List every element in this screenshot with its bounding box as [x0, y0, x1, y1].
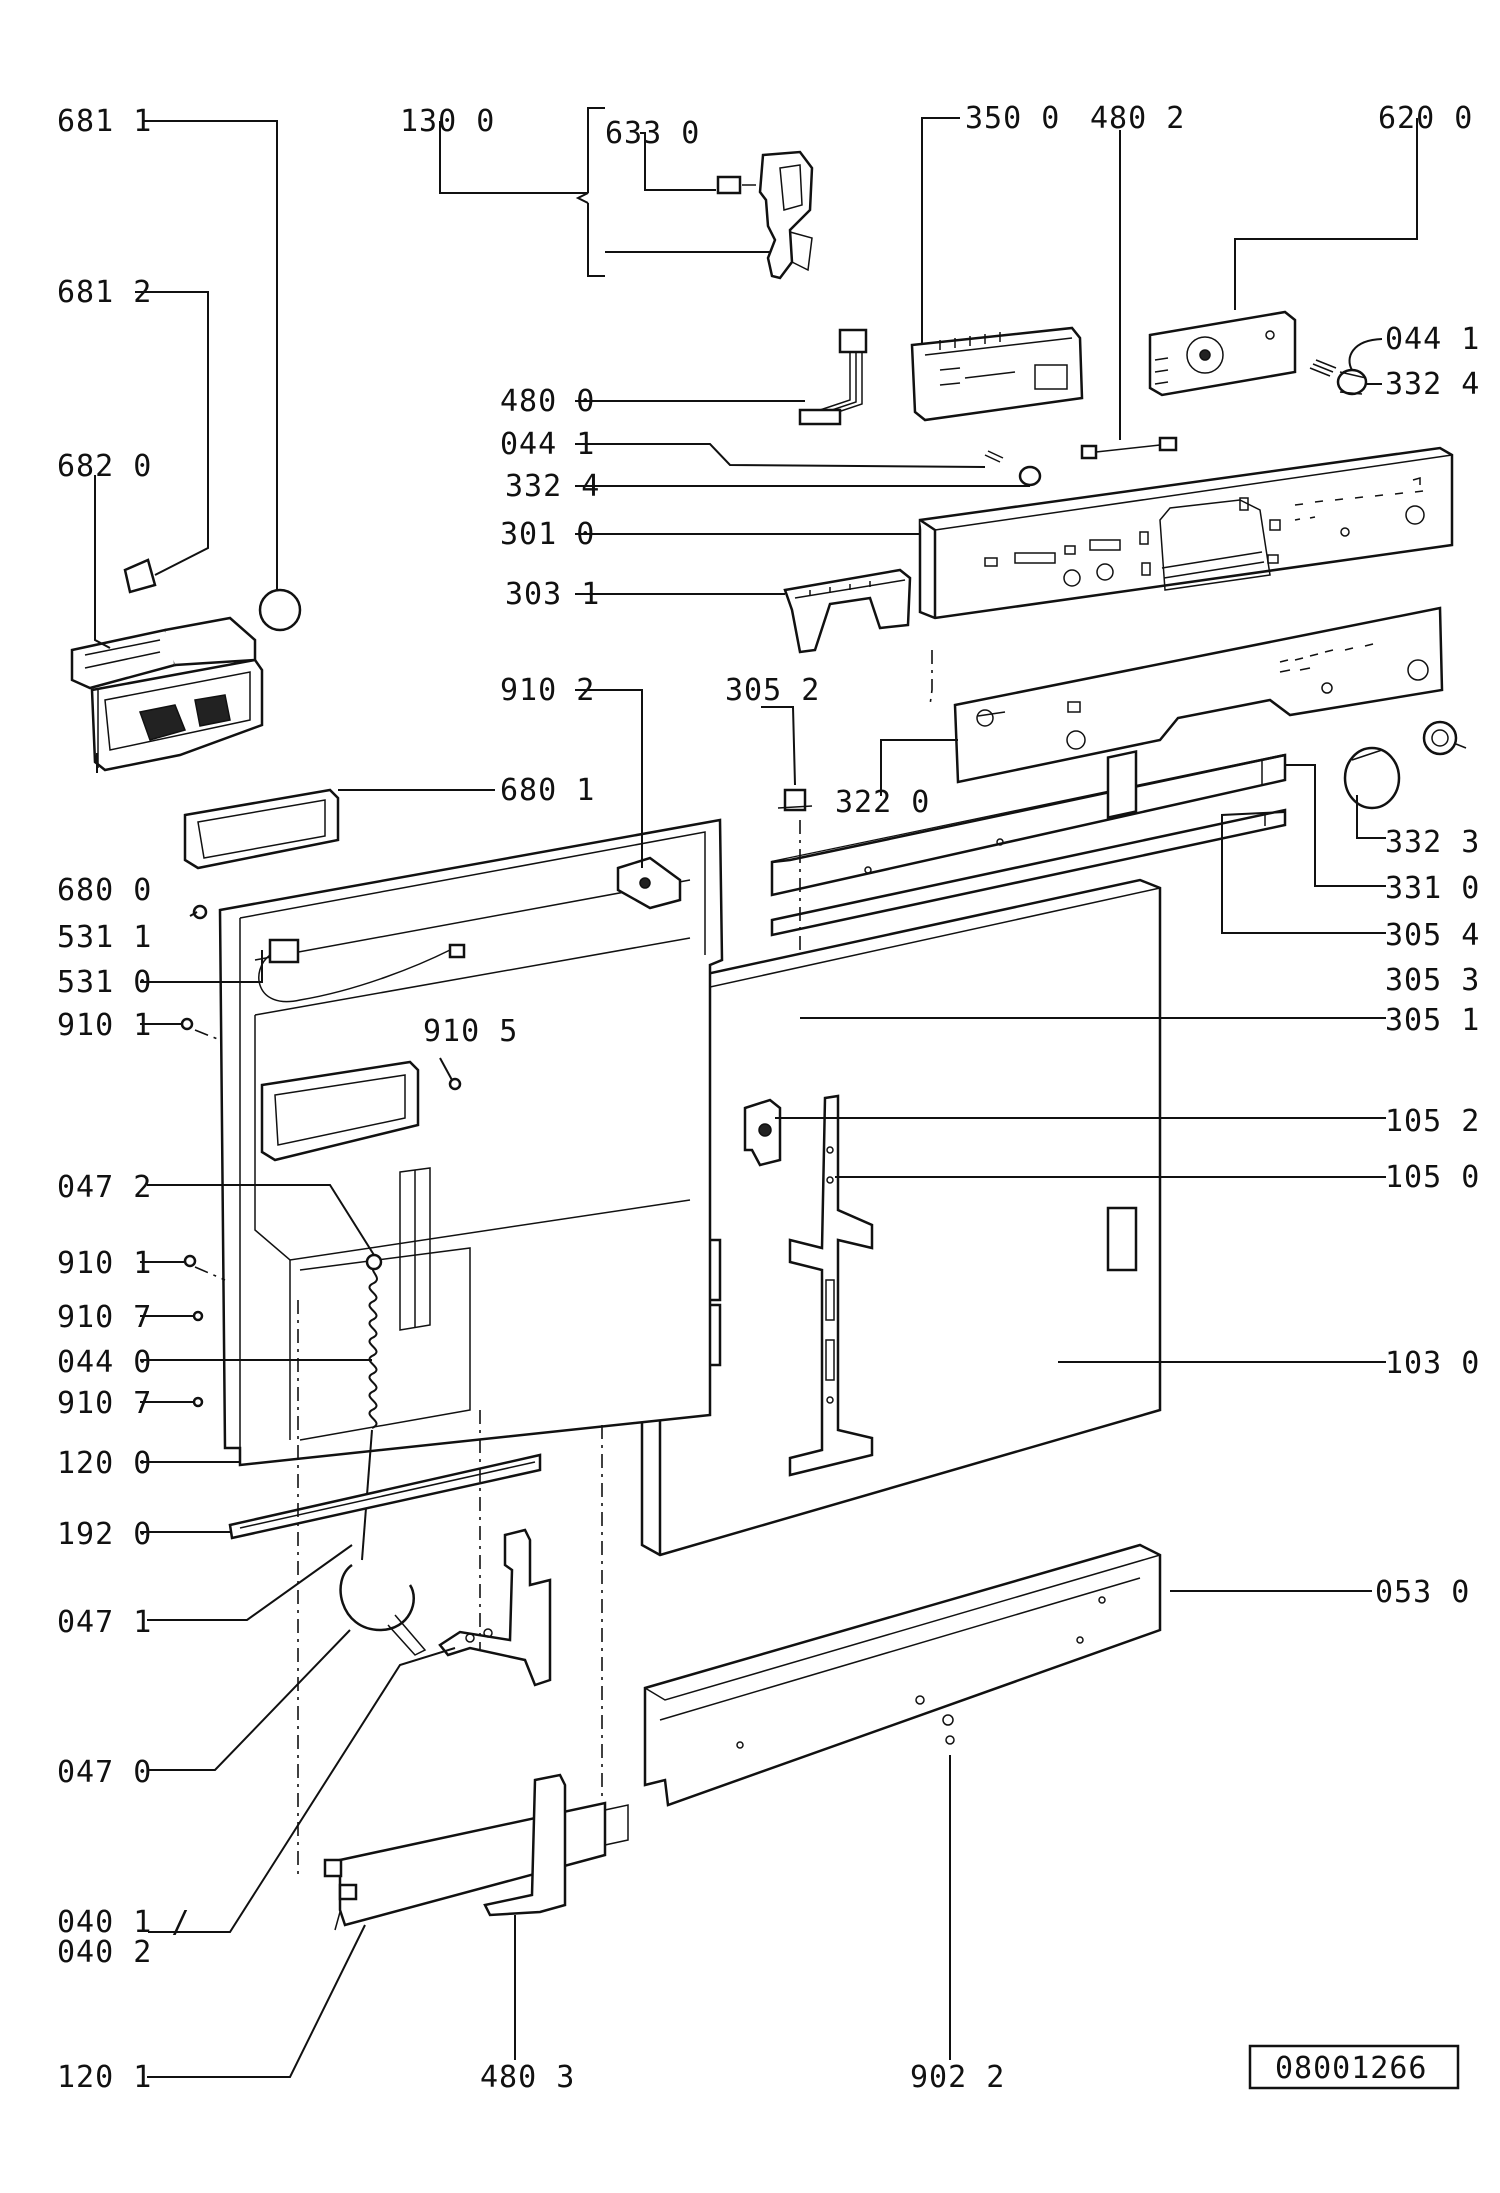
part-door-latch	[716, 150, 814, 280]
label-305-1: 305 1	[1385, 1003, 1480, 1038]
part-control-module	[910, 326, 1084, 422]
label-047-2: 047 2	[57, 1170, 152, 1205]
part-dispenser-small-parts	[123, 558, 302, 632]
part-dispenser	[70, 616, 264, 772]
label-480-0: 480 0	[500, 384, 595, 419]
assembly-lines	[297, 650, 933, 1880]
label-105-0: 105 0	[1385, 1160, 1480, 1195]
part-inner-door-frame	[218, 818, 724, 1467]
part-spring-assembly	[339, 1253, 427, 1656]
part-rails	[770, 753, 1287, 937]
label-681-2: 681 2	[57, 275, 152, 310]
diagram-reference-box: 08001266	[1248, 2044, 1460, 2090]
label-040-1: 040 1 /	[57, 1905, 190, 1940]
diagram-reference-number: 08001266	[1275, 2051, 1428, 2086]
label-047-0: 047 0	[57, 1755, 152, 1790]
label-681-1: 681 1	[57, 104, 152, 139]
label-040-2: 040 2	[57, 1935, 152, 1970]
label-910-1-b: 910 1	[57, 1246, 152, 1281]
part-front-fascia	[953, 606, 1444, 784]
label-633-0: 633 0	[605, 116, 700, 151]
label-332-3: 332 3	[1385, 825, 1480, 860]
part-control-panel	[918, 446, 1454, 620]
part-small-cable	[1080, 436, 1178, 460]
label-192-0: 192 0	[57, 1517, 152, 1552]
label-303-1: 303 1	[505, 577, 600, 612]
label-680-0: 680 0	[57, 873, 152, 908]
label-322-0: 322 0	[835, 785, 930, 820]
label-910-5: 910 5	[423, 1014, 518, 1049]
part-kick-plate	[643, 1543, 1162, 1807]
label-531-0: 531 0	[57, 965, 152, 1000]
label-910-2: 910 2	[500, 673, 595, 708]
label-910-7-a: 910 7	[57, 1300, 152, 1335]
label-044-1: 044 1	[500, 427, 595, 462]
label-332-4-right: 332 4	[1385, 367, 1480, 402]
label-910-7-b: 910 7	[57, 1386, 152, 1421]
part-timer-switch	[1148, 310, 1297, 397]
part-gasket	[183, 788, 340, 870]
label-044-0: 044 0	[57, 1345, 152, 1380]
label-120-0: 120 0	[57, 1446, 152, 1481]
label-305-4: 305 4	[1385, 918, 1480, 953]
label-305-2: 305 2	[725, 673, 820, 708]
label-480-3: 480 3	[480, 2060, 575, 2095]
leader-lines	[94, 107, 1418, 2078]
label-047-1: 047 1	[57, 1605, 152, 1640]
label-910-1-a: 910 1	[57, 1008, 152, 1043]
label-305-3: 305 3	[1385, 963, 1480, 998]
part-knobs	[1343, 720, 1467, 810]
label-103-0: 103 0	[1385, 1346, 1480, 1381]
label-332-4: 332 4	[505, 469, 600, 504]
label-105-2: 105 2	[1385, 1104, 1480, 1139]
label-620-0: 620 0	[1378, 101, 1473, 136]
label-301-0: 301 0	[500, 517, 595, 552]
label-044-1-right: 044 1	[1385, 322, 1480, 357]
part-screw-knob-right	[1309, 359, 1368, 396]
label-053-0: 053 0	[1375, 1575, 1470, 1610]
label-350-0: 350 0	[965, 101, 1060, 136]
label-682-0: 682 0	[57, 449, 152, 484]
label-680-1: 680 1	[500, 773, 595, 808]
part-lower-trim	[323, 1801, 629, 1931]
label-902-2: 902 2	[910, 2060, 1005, 2095]
part-labels: 681 1 130 0 633 0 350 0 480 2 620 0 681 …	[57, 101, 1480, 2095]
part-wiring-harness	[798, 328, 868, 426]
label-331-0: 331 0	[1385, 871, 1480, 906]
label-130-0: 130 0	[400, 104, 495, 139]
label-531-1: 531 1	[57, 920, 152, 955]
label-480-2: 480 2	[1090, 101, 1185, 136]
part-hinge-bracket	[438, 1528, 552, 1687]
part-support-bracket	[783, 568, 912, 654]
part-seal-strip	[228, 1453, 542, 1540]
part-screw-knob-mid	[984, 450, 1042, 487]
label-120-1: 120 1	[57, 2060, 152, 2095]
part-l-bracket	[483, 1773, 567, 1917]
